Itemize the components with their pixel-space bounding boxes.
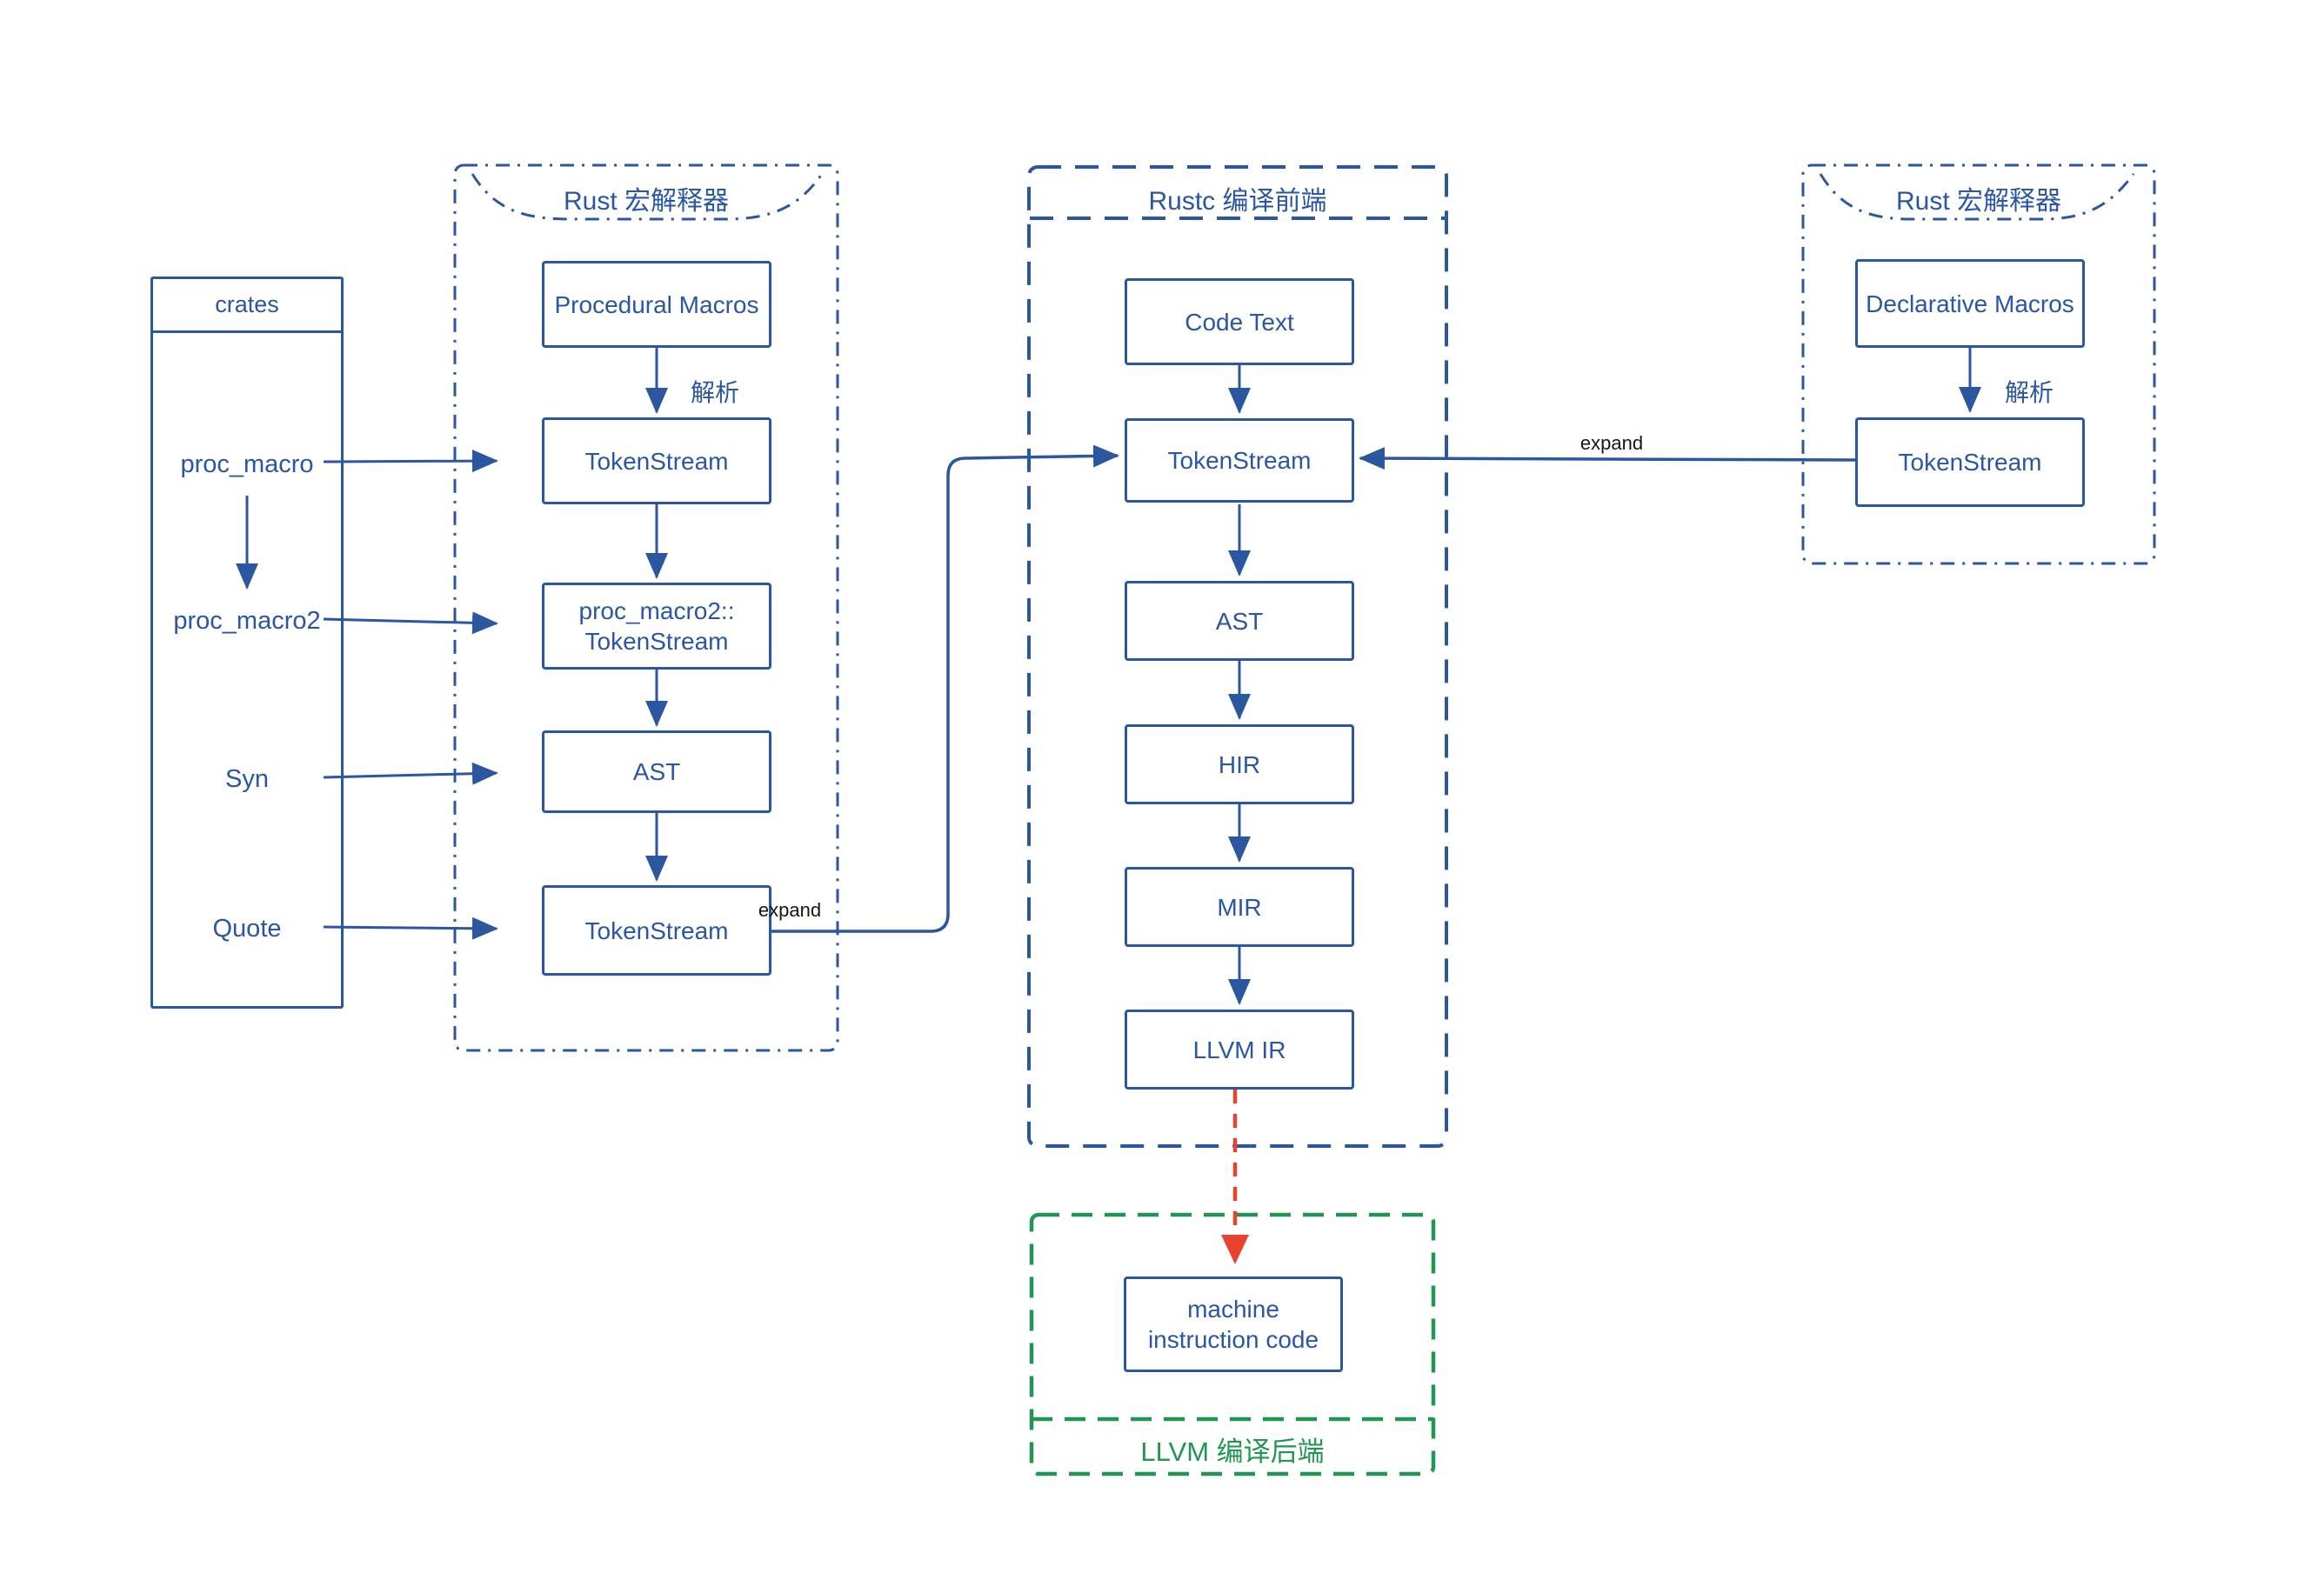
node-right-tokenstream: TokenStream: [1855, 417, 2085, 507]
right-interpreter-title: Rust 宏解释器: [1895, 187, 2062, 216]
node-rustc-ast-label: AST: [1215, 607, 1264, 635]
edge-syn-to-ast: [323, 762, 498, 785]
crates-panel: crates: [150, 277, 344, 1009]
node-left-tokenstream-out-label: TokenStream: [584, 916, 729, 944]
node-declarative-macros: Declarative Macros: [1855, 259, 2085, 348]
llvm-backend-title: LLVM 编译后端: [1140, 1436, 1325, 1467]
node-llvm-ir: LLVM IR: [1125, 1010, 1354, 1090]
llvm-backend-container-border: [1029, 1212, 1436, 1476]
node-right-tokenstream-label: TokenStream: [1898, 449, 2042, 476]
node-machine-instruction-code-line1: machine: [1187, 1296, 1279, 1323]
crates-item-proc-macro2: proc_macro2: [173, 607, 321, 635]
node-machine-instruction-code-line2: instruction code: [1147, 1326, 1319, 1353]
crates-item-quote: Quote: [212, 915, 282, 943]
left-interpreter-title: Rust 宏解释器: [563, 187, 730, 216]
node-rustc-tokenstream-label: TokenStream: [1167, 447, 1312, 474]
parse-label-right: 解析: [2004, 379, 2054, 406]
expand-label-left: expand: [758, 899, 822, 921]
node-rustc-tokenstream: TokenStream: [1125, 418, 1354, 503]
edge-quote-to-tokenstream: [323, 916, 498, 940]
node-declarative-macros-label: Declarative Macros: [1866, 290, 2074, 317]
node-proc-macro2-tokenstream-line2: TokenStream: [584, 628, 729, 655]
rustc-frontend-title: Rustc 编译前端: [1148, 187, 1327, 216]
crates-panel-header: crates: [153, 279, 341, 333]
node-left-tokenstream-in: TokenStream: [542, 417, 771, 504]
left-interpreter-title-band: [471, 173, 824, 221]
edge-proc-macro2-to-proc-macro2-tokenstream: [323, 611, 498, 635]
node-hir: HIR: [1125, 724, 1354, 804]
parse-label-left: 解析: [690, 379, 739, 406]
left-interpreter-container-border: [453, 163, 839, 1052]
edge-expand-right-to-rustc-tokenstream: [1359, 447, 1856, 470]
node-rustc-ast: AST: [1125, 581, 1354, 661]
node-llvm-ir-label: LLVM IR: [1192, 1036, 1286, 1063]
node-procedural-macros: Procedural Macros: [542, 261, 771, 348]
right-interpreter-container-border: [1801, 163, 2156, 565]
node-proc-macro2-tokenstream-line1: proc_macro2::: [578, 597, 735, 624]
crates-item-proc-macro: proc_macro: [180, 450, 314, 478]
node-code-text: Code Text: [1125, 278, 1354, 365]
node-procedural-macros-label: Procedural Macros: [554, 290, 759, 318]
rustc-frontend-container-border: [1027, 165, 1448, 1148]
edge-proc-macro-to-tokenstream: [323, 450, 498, 473]
expand-label-right: expand: [1579, 432, 1644, 454]
crates-panel-title: crates: [215, 291, 279, 317]
right-interpreter-title-band: [1819, 173, 2135, 221]
node-left-ast-label: AST: [632, 758, 681, 785]
crates-item-syn: Syn: [225, 765, 269, 793]
node-code-text-label: Code Text: [1185, 308, 1294, 336]
node-left-tokenstream-in-label: TokenStream: [584, 447, 729, 475]
node-left-tokenstream-out: TokenStream: [542, 885, 771, 976]
edge-expand-left-to-rustc-tokenstream: [771, 444, 1119, 933]
node-left-ast: AST: [542, 730, 771, 813]
node-hir-label: HIR: [1218, 750, 1261, 778]
node-machine-instruction-code: machine instruction code: [1124, 1276, 1343, 1372]
node-mir: MIR: [1125, 867, 1354, 947]
node-mir-label: MIR: [1217, 893, 1262, 921]
node-proc-macro2-tokenstream: proc_macro2:: TokenStream: [542, 583, 771, 670]
